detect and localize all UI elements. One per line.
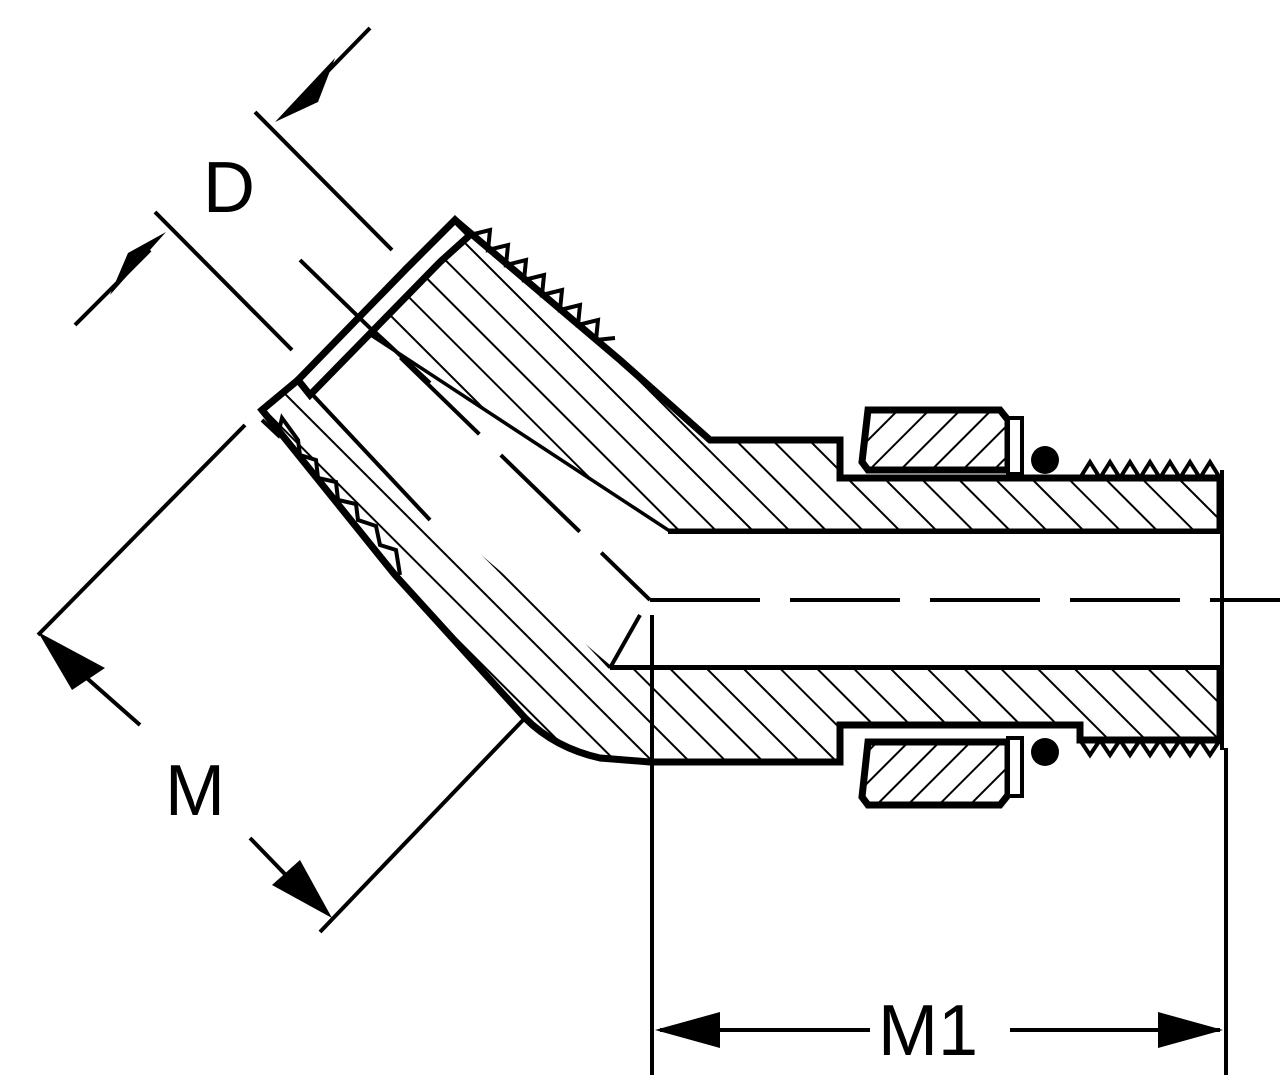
m1-label: M1 (878, 991, 978, 1071)
nut-lower (858, 738, 1012, 809)
thread-teeth-upper-angled (469, 227, 616, 343)
d-arrow-lower (110, 232, 166, 295)
m-extension-line-inner (318, 716, 527, 934)
m1-arrow-left (655, 1012, 720, 1048)
d-label: D (203, 148, 255, 228)
m-extension-line-outer (36, 423, 247, 637)
d-extension-line-inner (153, 210, 294, 352)
o-ring-upper (1031, 446, 1059, 474)
nut-lower-washer (1006, 736, 1024, 798)
m-label: M (165, 751, 225, 831)
m-arrow-upper (38, 632, 105, 690)
bore-inner-corner (608, 614, 642, 669)
o-ring-lower (1031, 738, 1059, 766)
d-arrow-upper (275, 58, 335, 122)
nut-upper (858, 406, 1012, 474)
thread-teeth-upper-straight (1078, 458, 1222, 482)
d-extension-line-outer (253, 110, 394, 252)
centerline-angled (298, 258, 652, 602)
thread-teeth-lower-straight (1078, 736, 1222, 759)
bore-passage (300, 330, 1220, 665)
thread-teeth-lower-angled (260, 413, 402, 576)
nut-upper-washer (1006, 416, 1024, 476)
m-arrow-lower (272, 860, 332, 918)
bore-edge-lower-angled (308, 390, 432, 522)
m1-arrow-right (1158, 1012, 1223, 1048)
